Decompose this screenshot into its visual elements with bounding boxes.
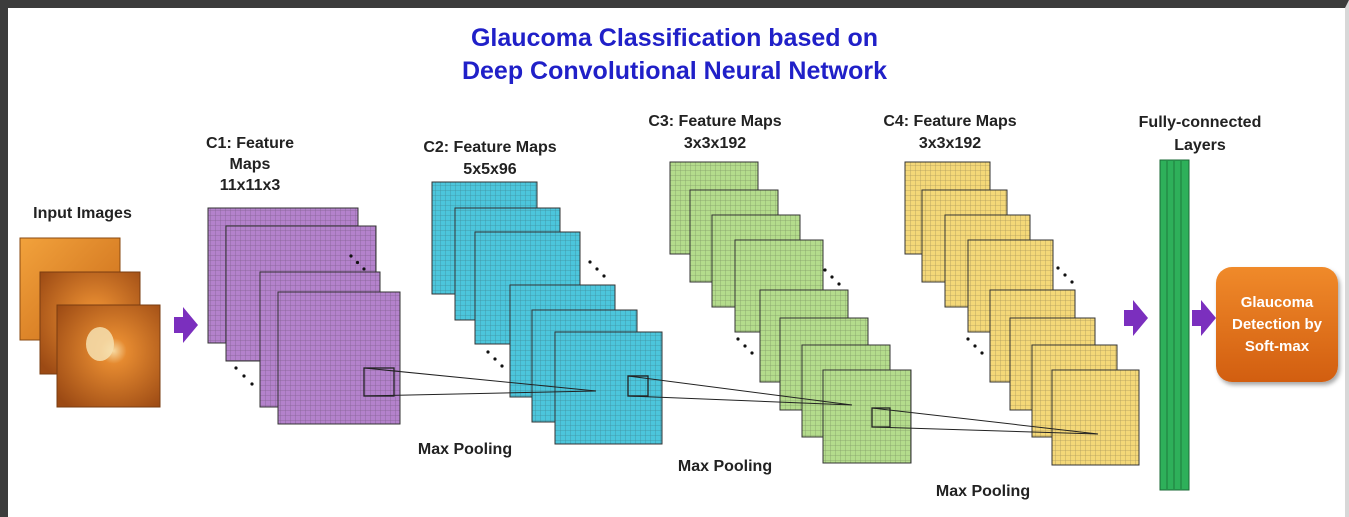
c3-feature-maps-map-8 <box>822 369 912 464</box>
diagram-title-line2: Deep Convolutional Neural Network <box>461 57 888 85</box>
pooling-connections <box>363 367 1099 435</box>
c3-dots-upper <box>823 268 841 286</box>
c4-dots-lower <box>966 337 984 355</box>
c2-label: C2: Feature Maps 5x5x96 <box>400 137 580 181</box>
softmax-output-box: Glaucoma Detection by Soft-max <box>1216 267 1338 382</box>
arrow-right-icon-to-softmax <box>1192 300 1216 336</box>
c1-label-line2: Maps <box>229 156 271 173</box>
max-pooling-label-1: Max Pooling <box>417 441 513 458</box>
c2-label-line2: 5x5x96 <box>463 161 517 178</box>
input-images-stack <box>19 237 161 408</box>
arrow-right-icon-to-fc <box>1124 300 1148 336</box>
c1-dots-lower <box>234 366 254 386</box>
arrow-right-icon-input <box>174 307 198 343</box>
c1-label-line3: 11x11x3 <box>219 177 281 194</box>
diagram-title-line1: Glaucoma Classification based on <box>470 24 879 52</box>
c4-dots-upper <box>1056 266 1074 284</box>
fc-label-line2: Layers <box>1174 137 1226 154</box>
c3-label-line2: 3x3x192 <box>683 135 747 152</box>
c1-feature-maps-map-4 <box>277 291 401 425</box>
c1-label: C1: Feature Maps 11x11x3 <box>190 133 310 196</box>
projection-line-6 <box>871 426 1099 435</box>
max-pooling-label-3: Max Pooling <box>935 483 1031 500</box>
c1-feature-maps <box>207 207 401 425</box>
c2-feature-maps <box>431 181 663 445</box>
c3-label: C3: Feature Maps 3x3x192 <box>625 111 805 155</box>
c3-feature-maps <box>669 161 912 464</box>
projection-line-3 <box>627 375 853 406</box>
c4-feature-maps-map-8 <box>1051 369 1140 466</box>
input-images-label: Input Images <box>33 205 132 222</box>
c2-dots-lower <box>486 350 504 368</box>
c4-label-line1: C4: Feature Maps <box>883 113 1017 130</box>
c4-label-line2: 3x3x192 <box>918 135 982 152</box>
c2-label-line1: C2: Feature Maps <box>423 139 557 156</box>
optic-disc-icon <box>86 327 114 361</box>
fc-label: Fully-connected Layers <box>1120 111 1280 157</box>
c1-dots-upper <box>349 254 366 271</box>
projection-line-5 <box>871 407 1099 435</box>
c3-dots-lower <box>736 337 754 355</box>
c2-dots-upper <box>588 260 606 278</box>
c1-label-line1: C1: Feature <box>205 135 295 152</box>
fc-label-line1: Fully-connected <box>1138 114 1262 131</box>
c3-label-line1: C3: Feature Maps <box>648 113 782 130</box>
c4-label: C4: Feature Maps 3x3x192 <box>860 111 1040 155</box>
c2-feature-maps-map-6 <box>554 331 663 445</box>
fully-connected-bar <box>1159 159 1190 491</box>
c4-feature-maps <box>904 161 1140 466</box>
projection-line-2 <box>363 390 597 397</box>
projection-line-4 <box>627 395 853 406</box>
projection-line-1 <box>363 367 597 392</box>
max-pooling-label-2: Max Pooling <box>677 458 773 475</box>
